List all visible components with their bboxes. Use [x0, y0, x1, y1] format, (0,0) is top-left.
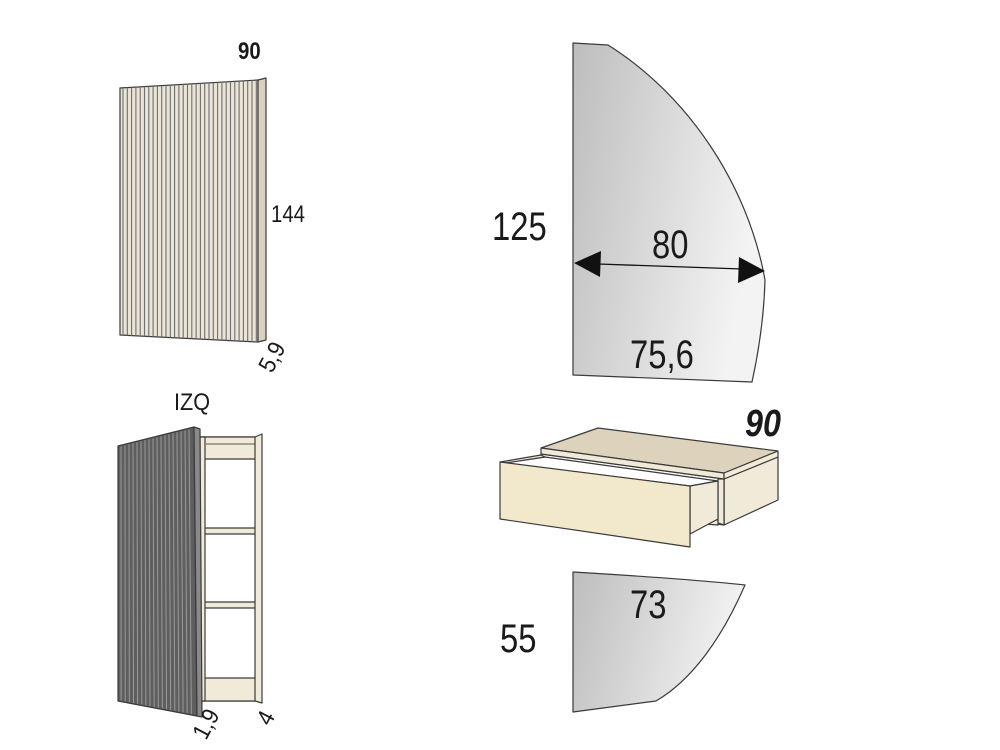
cabinet-back: [199, 436, 257, 702]
unit-front-edge: [717, 478, 725, 526]
door-slat-line: [148, 439, 151, 707]
slatted-panel: [119, 77, 267, 343]
door-slat-line: [140, 441, 143, 705]
mirror-bottom-label: 75,6: [630, 332, 694, 377]
cabinet-door-edge: [193, 426, 203, 718]
drawer-front: [499, 461, 691, 548]
door-slat-line: [164, 435, 168, 710]
panel-slats: [122, 80, 257, 342]
cabinet-shelf-upper: [203, 527, 257, 535]
width-arrow-line: [597, 263, 743, 270]
door-slat-line: [180, 431, 184, 713]
cabinet-right-side: [254, 433, 263, 704]
door-slat-line: [160, 436, 163, 709]
door-slat-line: [188, 429, 192, 715]
door-slat-line: [136, 442, 139, 704]
panel-width-label: 90: [238, 37, 261, 64]
cabinet-depth-label: 4: [251, 706, 281, 730]
arrow-head-left: [574, 251, 601, 277]
cabinet-top-board: [199, 436, 257, 460]
cabinet-side-label: IZQ: [174, 388, 210, 415]
panel-height-label: 144: [271, 200, 305, 227]
door-slat-line: [172, 433, 176, 711]
small-mirror: [572, 571, 746, 713]
door-slat-line: [152, 438, 155, 707]
panel-depth-label: 5,9: [253, 337, 291, 376]
cabinet-shelf-lower: [203, 601, 257, 609]
drawer-right-side: [689, 480, 719, 535]
cabinet-bottom-board: [199, 677, 257, 702]
small-mirror-height-label: 55: [500, 616, 536, 661]
door-slat-line: [168, 434, 172, 711]
arrow-head-right: [738, 257, 765, 283]
door-slat-line: [156, 437, 159, 708]
width-arrow: [574, 251, 765, 283]
mirror-width-label: 80: [652, 222, 688, 267]
unit-top-side-edge: [723, 450, 779, 480]
panel-side-edge: [257, 77, 267, 343]
unit-width-label: 90: [745, 403, 781, 445]
large-mirror: [572, 42, 766, 383]
door-slat-line: [184, 430, 188, 714]
floating-drawer-unit: [499, 427, 779, 548]
mirror-height-label: 125: [492, 204, 547, 249]
door-slat-line: [176, 432, 180, 712]
small-mirror-width-label: 73: [630, 582, 666, 627]
door-slat-line: [144, 440, 147, 706]
wall-cabinet: [117, 426, 263, 718]
door-slats: [120, 429, 192, 715]
